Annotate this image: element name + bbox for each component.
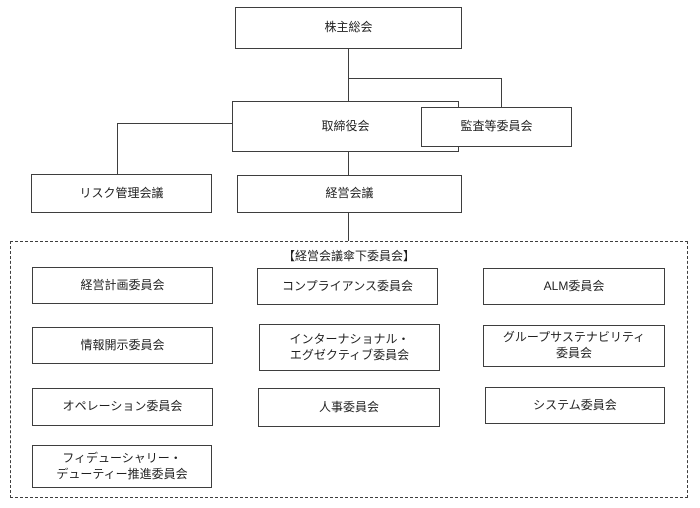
connector-board-to-risk-horizontal: [117, 123, 232, 124]
committees-region-title: 【経営会議傘下委員会】: [282, 249, 415, 263]
connector-down-to-risk: [117, 123, 118, 174]
node-risk-management-meeting: リスク管理会議: [31, 174, 212, 213]
connector-shareholders-to-board: [348, 49, 349, 101]
node-audit-committee: 監査等委員会: [421, 107, 572, 147]
committees-dashed-region: [10, 241, 688, 498]
node-shareholders-meeting: 株主総会: [235, 7, 462, 49]
connector-board-to-management: [348, 152, 349, 175]
committee-group-sustainability: グループサステナビリティ 委員会: [483, 325, 665, 367]
committee-system: システム委員会: [485, 387, 665, 424]
committee-fiduciary-duty-promotion: フィデューシャリー・ デューティー推進委員会: [32, 445, 212, 488]
connector-down-to-audit: [501, 78, 502, 107]
committee-compliance: コンプライアンス委員会: [257, 268, 438, 305]
node-management-meeting: 経営会議: [237, 175, 462, 213]
committee-alm: ALM委員会: [483, 268, 665, 305]
committee-personnel: 人事委員会: [258, 388, 440, 427]
connector-branch-to-audit: [348, 78, 502, 79]
committee-international-executive: インターナショナル・ エグゼクティブ委員会: [259, 324, 440, 371]
committee-management-planning: 経営計画委員会: [32, 267, 213, 304]
connector-management-to-committees: [348, 213, 349, 241]
committee-operations: オペレーション委員会: [32, 388, 213, 426]
committee-information-disclosure: 情報開示委員会: [32, 327, 213, 364]
